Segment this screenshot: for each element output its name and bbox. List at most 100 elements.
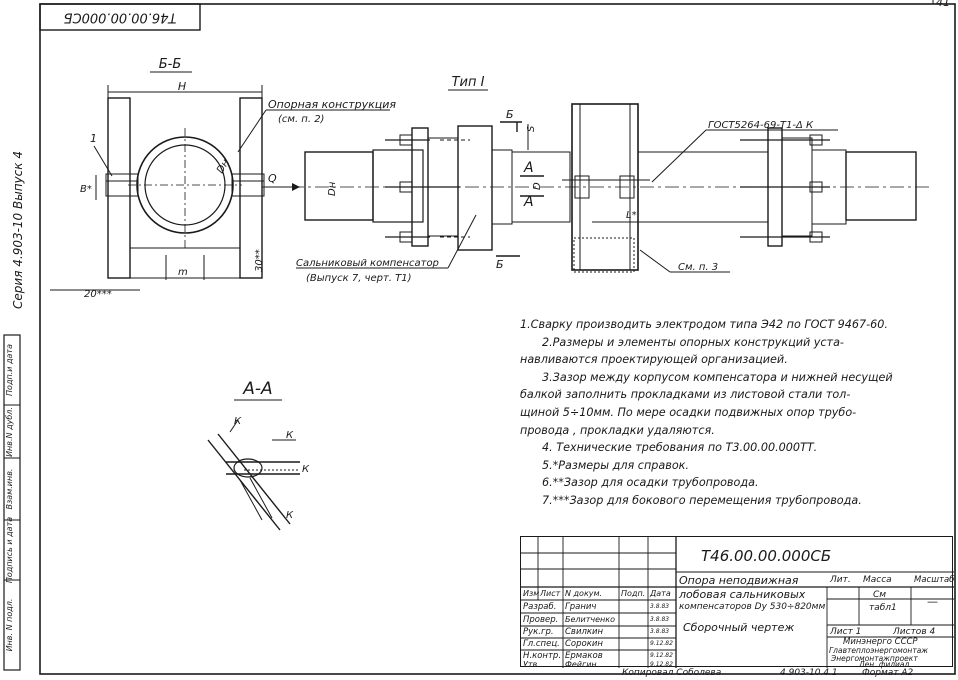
top-code-box (39, 3, 201, 31)
note-2b: навливаются проектирующей организацией. (520, 353, 788, 367)
dim-S: S (526, 125, 537, 132)
name-2: Белитченко (565, 615, 615, 624)
dim-D: D (532, 182, 543, 190)
section-bb-view: Б-Б H m 1 B* 30** 20*** Dн (50, 57, 396, 300)
stamp-title-2: лобовая сальниковых (679, 588, 806, 601)
type-i-title: Тип I (452, 75, 485, 90)
role-3: Рук.гр. (523, 627, 554, 637)
date-3: 3.8.83 (650, 628, 670, 635)
date-6: 9.12.82 (650, 661, 673, 668)
stamp-org-3: Энергомонтажпроект (831, 654, 918, 663)
stamp-title-4: Сборочный чертеж (683, 621, 795, 634)
dim-H: H (178, 80, 186, 93)
cut-b-bottom: Б (496, 258, 504, 271)
role-6: Утв. (523, 660, 540, 669)
title-block-grid (521, 537, 954, 668)
name-4: Сорокин (565, 639, 603, 649)
gland-ref: (Выпуск 7, черт. Т1) (306, 273, 412, 284)
stamp-mass-value-2: табл1 (869, 603, 897, 613)
strip-label-2: Подпись и дата (5, 517, 14, 583)
note-3b: балкой заполнить прокладками из листовой… (520, 388, 851, 402)
role-5: Н.контр. (523, 651, 562, 661)
stamp-org-1: Минэнерго СССР (843, 637, 918, 647)
flow-Q: Q (268, 172, 277, 185)
stamp-lit: Лит. (830, 575, 851, 585)
frame-border (39, 3, 956, 675)
note-3d: провода , прокладки удаляются. (520, 423, 715, 437)
section-bb-title: Б-Б (159, 57, 182, 72)
stamp-sheets: Листов 4 (893, 627, 936, 637)
dim-m: m (178, 267, 188, 278)
dim-L: L* (626, 210, 637, 221)
strip-label-3: Взам.инв. (5, 469, 14, 510)
left-strip: Подп.и дата Инв.N дубл. Взам.инв. Подпис… (3, 334, 21, 671)
stamp-title-3: компенсаторов Dу 530÷820мм (679, 602, 826, 612)
note-5: 5.*Размеры для справок. (542, 458, 689, 472)
col-izm: Изм (523, 589, 540, 598)
dn-label-bb: Dн (215, 157, 232, 175)
title-block: Изм Лист N докум. Подп. Дата Разраб. Про… (520, 536, 955, 669)
cm3-label: См. п. 3 (678, 262, 718, 273)
note-7: 7.***Зазор для бокового перемещения труб… (542, 493, 862, 507)
role-4: Гл.спец. (523, 639, 560, 649)
format-label: Формат А2 (862, 668, 914, 678)
stamp-masshtab: Масштаб (914, 575, 955, 585)
note-4: 4. Технические требования по Т3.00.00.00… (542, 441, 818, 455)
note-3c: щиной 5÷10мм. По мере осадки подвижных о… (520, 405, 857, 419)
date-2: 3.8.83 (650, 616, 670, 623)
cut-a-bottom: A (523, 194, 534, 210)
bottom-code: 4.903-10.4.1 (780, 668, 838, 678)
col-list: Лист (540, 589, 561, 598)
stamp-org-4: Лен. филиал (859, 660, 910, 669)
section-aa-view: А-А К К К К (207, 379, 310, 531)
support-ref: (см. п. 2) (278, 114, 324, 125)
gland-label: Сальниковый компенсатор (296, 258, 439, 269)
item-1-label: 1 (90, 132, 97, 145)
stamp-scale-value: — (927, 595, 938, 608)
stamp-title-1: Опора неподвижная (679, 574, 799, 587)
cut-a-top: A (523, 160, 534, 176)
gost-label: ГОСТ5264-69-Т1-Δ К (708, 120, 814, 131)
note-3: 3.Зазор между корпусом компенсатора и ни… (542, 370, 893, 384)
stamp-mass-value: См (873, 590, 887, 600)
strip-label-1: Инв. N подл. (5, 599, 14, 652)
dn-label: Dн (327, 181, 338, 196)
k-label-4: К (286, 510, 294, 521)
cut-b-top: Б (506, 108, 514, 121)
top-code: Т46.00.00.000СБ (64, 10, 177, 25)
note-1: 1.Сварку производить электродом типа Э42… (520, 318, 888, 331)
stamp-sheet: Лист 1 (830, 627, 862, 637)
k-label-1: К (234, 416, 242, 427)
date-1: 3.8.83 (650, 603, 670, 610)
copied-by: Копировал Соболева (622, 668, 722, 678)
notes-block: 1.Сварку производить электродом типа Э42… (520, 316, 952, 510)
section-aa-title: А-А (242, 379, 272, 399)
name-3: Свилкин (565, 627, 604, 637)
note-2: 2.Размеры и элементы опорных конструкций… (542, 335, 844, 349)
k-label-3: К (302, 464, 310, 475)
series-label: Серия 4.903-10 Выпуск 4 (11, 151, 25, 309)
strip-label-5: Подп.и дата (5, 344, 14, 396)
stamp-org-2: Главтеплоэнергомонтаж (829, 646, 929, 655)
stamp-massa: Масса (863, 575, 892, 585)
support-label: Опорная конструкция (268, 98, 396, 111)
dim-30: 30** (254, 249, 265, 272)
date-4: 9.12.82 (650, 640, 673, 647)
sheet-number: 41 (936, 0, 950, 9)
col-podp: Подп. (621, 589, 646, 598)
name-1: Гранич (565, 602, 597, 612)
date-5: 9.12.82 (650, 652, 673, 659)
note-6: 6.**Зазор для осадки трубопровода. (542, 476, 759, 490)
k-label-2: К (286, 430, 294, 441)
type-i-view: Тип I Q Dн D (262, 75, 930, 284)
col-data: Дата (650, 589, 671, 598)
stamp-doc-code: Т46.00.00.000СБ (701, 547, 832, 565)
col-doc: N докум. (565, 589, 603, 598)
role-2: Провер. (523, 615, 559, 625)
role-1: Разраб. (523, 602, 557, 612)
name-5: Ермаков (565, 651, 603, 661)
strip-label-4: Инв.N дубл. (5, 407, 14, 457)
dim-B: B* (80, 184, 92, 195)
name-6: Фейгин (565, 660, 597, 669)
